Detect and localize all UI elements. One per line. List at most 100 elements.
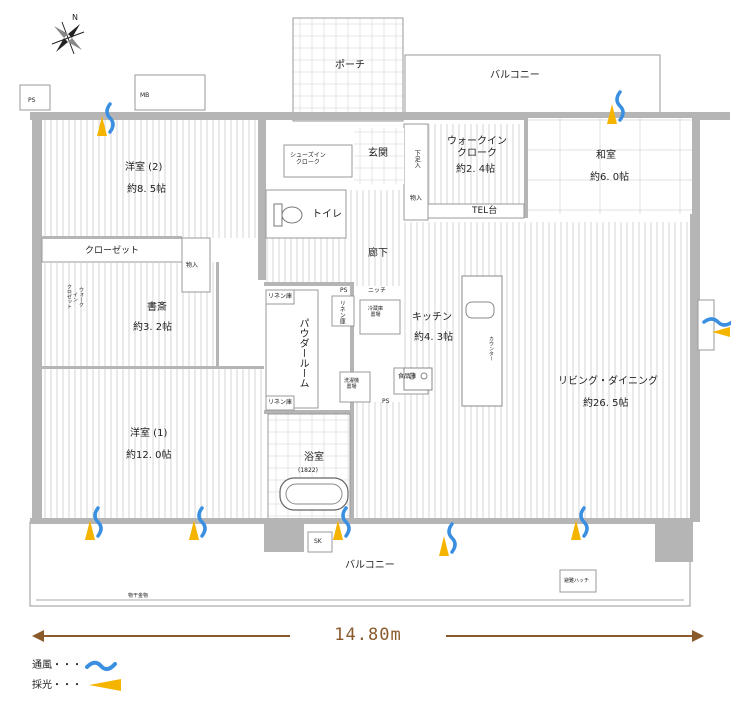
western-room-1-size: 約12. 0帖	[126, 450, 172, 461]
legend-lighting-label: 採光・・・	[32, 680, 82, 691]
ps-label-3: PS	[382, 398, 390, 405]
western-room-1-floor	[42, 368, 264, 520]
storage-label-2: 物入	[410, 195, 423, 202]
linen-storage-1	[265, 289, 295, 305]
washer-space	[339, 371, 371, 403]
column-right	[655, 520, 693, 562]
mb-box	[134, 74, 206, 111]
shoes-closet-label: シューズイン クローク	[290, 152, 326, 167]
western-room-1-name: 洋室 (1)	[130, 428, 168, 439]
interior-walls	[42, 118, 528, 522]
bath-window-vent-light-icon	[333, 506, 351, 540]
western2-window-vent-light-icon	[97, 102, 115, 136]
linen-label-3: リネン庫	[338, 300, 346, 324]
balcony-bottom-label: バルコニー	[345, 560, 395, 571]
bay-window-right	[697, 299, 715, 351]
counter-label: カウンター	[488, 336, 494, 361]
dimension-text: 14.80m	[328, 625, 408, 645]
pantry-label: 食品庫	[398, 373, 417, 380]
bath-size: (1822)	[298, 467, 318, 474]
living-bay-window-vent-light-icon	[702, 317, 731, 337]
western-room-2-name: 洋室 (2)	[125, 162, 163, 173]
exterior-wall-left	[32, 112, 42, 522]
sk-box	[307, 531, 333, 553]
storage-label-1: 物入	[186, 262, 199, 269]
tel-label: TEL台	[472, 206, 498, 216]
porch	[292, 17, 404, 122]
legend-lighting: 採光・・・	[32, 678, 125, 698]
bath-name: 浴室	[304, 452, 324, 463]
lower-hall-floor	[354, 402, 500, 522]
japanese-window-vent-light-icon	[607, 90, 625, 124]
western1-window-b-vent-light-icon	[189, 506, 207, 540]
powder-room-label: パウダールーム	[297, 318, 308, 388]
kitchen-sink	[465, 301, 495, 319]
ps-label-2: PS	[340, 287, 348, 294]
lighting-ray-icon	[89, 679, 122, 691]
exterior-wall-bottom	[30, 518, 690, 524]
japanese-room-name: 和室	[596, 150, 616, 161]
hallway-label: 廊下	[368, 248, 388, 259]
linen-label-2: リネン庫	[268, 399, 293, 406]
ps-label-1: PS	[28, 97, 36, 104]
dimension-line-right	[446, 635, 696, 637]
bathtub-icon	[279, 477, 349, 511]
western-room-2-floor	[42, 120, 264, 238]
legend: 通風・・・ 採光・・・	[32, 658, 125, 698]
north-compass-icon: N	[51, 13, 85, 55]
legend-ventilation-label: 通風・・・	[32, 660, 82, 671]
sk-label: SK	[314, 538, 322, 545]
porch-label: ポーチ	[335, 60, 365, 71]
kitchen-island	[461, 275, 503, 407]
niche-label: ニッチ	[368, 287, 387, 294]
living-floor	[500, 222, 690, 522]
balcony-top	[404, 54, 661, 118]
closet-floor	[41, 237, 183, 263]
small-walkin-floor	[42, 262, 102, 368]
powder-room	[265, 289, 319, 409]
entrance-label: 玄関	[368, 148, 388, 159]
stove-icon	[403, 367, 433, 391]
japanese-room-floor	[528, 118, 692, 214]
study-size: 約3. 2帖	[133, 322, 173, 333]
closet-label: クローゼット	[85, 246, 140, 256]
drying-rail-label: 物干金物	[128, 593, 149, 599]
svg-text:N: N	[72, 13, 78, 22]
toilet-icon	[273, 203, 303, 227]
hatch-label: 避難ハッチ	[564, 578, 590, 584]
small-walkin-label: ウォーク イン クロゼット	[66, 284, 84, 309]
lower-hall-window-vent-light-icon	[439, 522, 457, 556]
hatch-box	[559, 569, 597, 593]
footwear-label: 下足入	[413, 150, 421, 168]
ps-box	[19, 84, 51, 111]
entrance-floor	[354, 128, 404, 184]
column-left	[264, 522, 304, 552]
exterior-wall-right	[690, 112, 700, 522]
linen-storage-2	[265, 395, 295, 411]
ventilation-wave-icon	[85, 660, 118, 671]
living-window-vent-light-icon	[571, 506, 589, 540]
mb-label: MB	[140, 92, 150, 99]
washer-label: 洗濯機 置場	[344, 378, 360, 390]
living-name: リビング・ダイニング	[558, 376, 658, 387]
fridge-label: 冷蔵庫 置場	[368, 306, 384, 318]
walkin-size: 約2. 4帖	[456, 164, 496, 175]
dimension-line-left	[40, 635, 290, 637]
kitchen-name: キッチン	[412, 312, 452, 323]
walkin-floor	[428, 124, 524, 204]
toilet-label: トイレ	[312, 209, 342, 220]
balcony-top-label: バルコニー	[490, 70, 540, 81]
western1-window-a-vent-light-icon	[85, 506, 103, 540]
width-dimension: 14.80m	[32, 625, 704, 647]
vent-light-markers	[85, 90, 731, 556]
legend-ventilation: 通風・・・	[32, 658, 125, 678]
living-size: 約26. 5帖	[583, 398, 629, 409]
walkin-name: ウォークイン クローク	[447, 136, 507, 159]
kitchen-size: 約4. 3帖	[414, 332, 454, 343]
fridge-space	[359, 299, 401, 335]
western-room-2-size: 約8. 5帖	[127, 184, 167, 195]
shoes-closet-box	[283, 144, 353, 178]
dimension-arrow-left-icon	[32, 630, 44, 642]
japanese-room-size: 約6. 0帖	[590, 172, 630, 183]
